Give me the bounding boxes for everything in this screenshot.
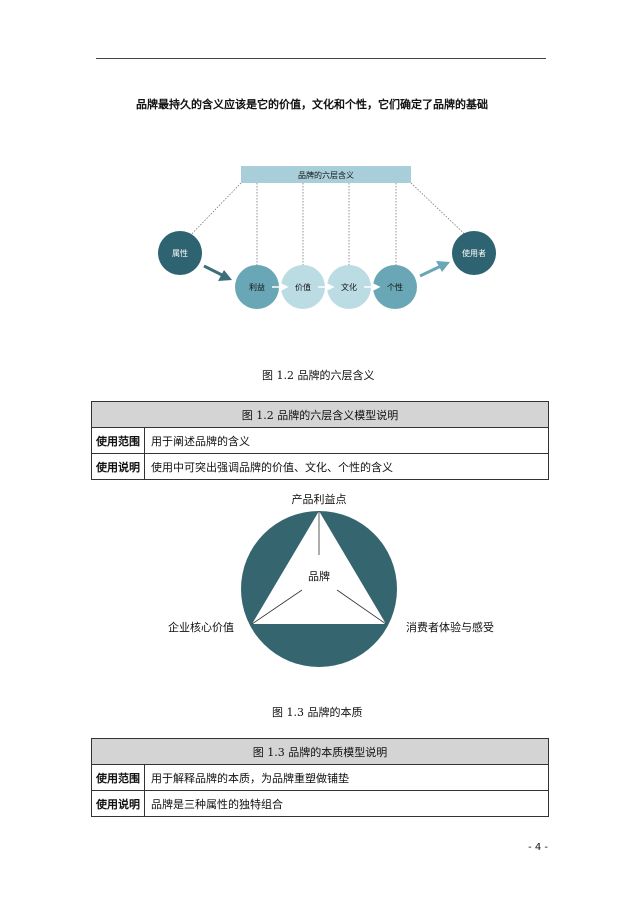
row-value: 用于解释品牌的本质，为品牌重塑做铺垫 [144, 764, 549, 791]
table-row: 使用范围 用于阐述品牌的含义 [91, 427, 549, 454]
row-key: 使用范围 [91, 764, 145, 791]
row-key: 使用范围 [91, 427, 145, 454]
label-value: 价值 [295, 282, 311, 292]
figure-caption-2: 图 1.3 品牌的本质 [272, 706, 363, 719]
right-arrow [419, 264, 442, 278]
page-number: - 4 - [528, 842, 548, 853]
circle-culture [327, 265, 371, 309]
connector-lines [182, 182, 475, 268]
row-value: 品牌是三种属性的独特组合 [144, 790, 549, 817]
right-label: 使用者 [462, 248, 486, 258]
left-arrow [203, 264, 225, 278]
circle-personality [373, 265, 417, 309]
table-row: 使用范围 用于解释品牌的本质，为品牌重塑做铺垫 [91, 764, 549, 791]
model-table-2: 图 1.3 品牌的本质模型说明 使用范围 用于解释品牌的本质，为品牌重塑做铺垫 … [91, 738, 549, 817]
table-row: 使用说明 使用中可突出强调品牌的价值、文化、个性的含义 [91, 453, 549, 480]
header-rule [96, 58, 546, 59]
left-circle [158, 231, 202, 275]
label-benefit: 利益 [249, 282, 265, 292]
top-label-bar [241, 166, 411, 183]
model-table-1: 图 1.2 品牌的六层含义模型说明 使用范围 用于阐述品牌的含义 使用说明 使用… [91, 401, 549, 480]
intro-text: 品牌最持久的含义应该是它的价值，文化和个性，它们确定了品牌的基础 [136, 98, 488, 111]
circle-benefit [235, 265, 279, 309]
row-key: 使用说明 [91, 790, 145, 817]
row-key: 使用说明 [91, 453, 145, 480]
table-row: 使用说明 品牌是三种属性的独特组合 [91, 790, 549, 817]
label-culture: 文化 [341, 282, 357, 292]
top-label: 品牌的六层含义 [298, 170, 354, 180]
row-value: 用于阐述品牌的含义 [144, 427, 549, 454]
left-label: 属性 [172, 248, 188, 258]
circle-value [281, 265, 325, 309]
table-header: 图 1.2 品牌的六层含义模型说明 [91, 401, 549, 428]
row-value: 使用中可突出强调品牌的价值、文化、个性的含义 [144, 453, 549, 480]
table-header: 图 1.3 品牌的本质模型说明 [91, 738, 549, 765]
label-personality: 个性 [387, 282, 403, 292]
right-circle [452, 231, 496, 275]
figure-caption-1: 图 1.2 品牌的六层含义 [262, 369, 375, 382]
